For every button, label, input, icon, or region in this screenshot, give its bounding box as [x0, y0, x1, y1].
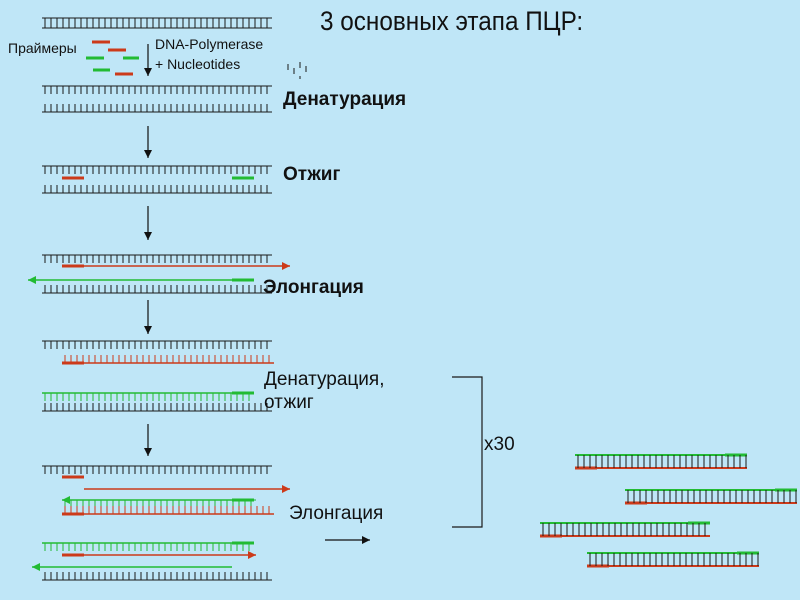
down-arrow — [144, 206, 152, 240]
stage-denaturation: Денатурация — [283, 89, 407, 110]
single-strand-bottom — [42, 403, 272, 412]
down-arrow — [144, 300, 152, 334]
single-strand-bottom — [42, 285, 272, 294]
stage-annealing: Отжиг — [283, 164, 341, 185]
new-strand-green-ladder — [42, 542, 254, 551]
down-arrow — [144, 424, 152, 456]
single-strand-top — [42, 85, 272, 94]
diagram-title: 3 основных этапа ПЦР: — [320, 6, 584, 36]
polymerase-label: DNA-Polymerase — [155, 36, 264, 52]
result-arrow — [325, 536, 370, 544]
new-strand-green-ladder — [62, 499, 256, 508]
down-arrow — [144, 44, 152, 76]
primers-label: Праймеры — [8, 40, 77, 56]
amplified-product-rungs — [627, 490, 797, 503]
single-strand-top — [42, 165, 272, 174]
new-strand-red-ladder — [62, 355, 274, 364]
nucleotides-label: + Nucleotides — [155, 56, 241, 72]
single-strand-bottom — [42, 185, 272, 194]
elongation-arrow-green — [32, 563, 232, 571]
single-strand-top — [42, 340, 272, 349]
amplified-product-rungs — [577, 455, 747, 468]
new-strand-green-ladder — [42, 392, 254, 401]
stage-elongation-repeat: Элонгация — [289, 503, 384, 524]
cycles-label: x30 — [484, 434, 515, 455]
elongation-arrow-red — [84, 262, 290, 270]
amplified-product-rungs — [589, 553, 759, 566]
nucleotides-marks — [287, 62, 307, 79]
single-strand-bottom — [42, 572, 272, 581]
single-strand-top — [42, 254, 272, 263]
elongation-arrow-green — [28, 276, 232, 284]
stage-denaturation-annealing-line1: Денатурация, — [264, 369, 385, 390]
stage-denaturation-annealing-line2: отжиг — [264, 392, 314, 413]
stage-elongation: Элонгация — [263, 277, 364, 298]
new-strand-red-ladder — [62, 506, 274, 515]
elongation-arrow-red — [84, 485, 290, 493]
single-strand-top — [42, 465, 272, 474]
amplified-product-rungs — [542, 523, 706, 536]
single-strand-bottom — [42, 104, 272, 113]
elongation-arrow-red — [84, 551, 256, 559]
cycle-bracket — [452, 376, 483, 528]
down-arrow — [144, 126, 152, 158]
template-dna-duplex — [42, 17, 272, 29]
